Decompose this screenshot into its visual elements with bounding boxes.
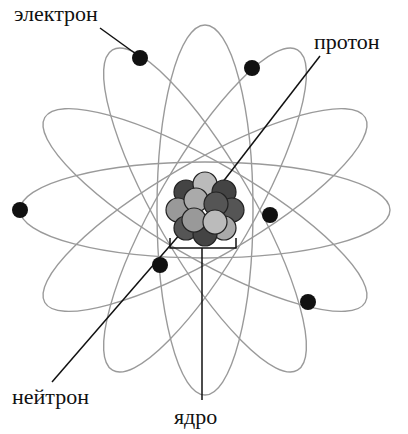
electron-dot: [300, 294, 316, 310]
electron-dot: [152, 257, 168, 273]
leader-line: [212, 56, 320, 196]
orbit: [21, 76, 389, 344]
bracket: [170, 238, 236, 248]
orbit: [21, 76, 389, 344]
part-label: нейтрон: [12, 384, 89, 409]
label-holder: ядро: [174, 405, 217, 429]
orbit: [157, 25, 253, 395]
orbits: [20, 25, 390, 395]
orbit: [20, 162, 390, 258]
part-label: электрон: [14, 1, 98, 26]
orbit: [71, 26, 339, 394]
label-holder: электрон: [14, 2, 98, 26]
electron-dot: [12, 202, 28, 218]
part-label: протон: [314, 29, 380, 54]
part-label: ядро: [174, 404, 217, 429]
leader-lines: [52, 28, 320, 382]
orbit: [71, 26, 339, 394]
label-holder: протон: [314, 30, 380, 54]
nucleus: [166, 172, 244, 246]
leader-line: [100, 28, 136, 54]
proton-ball: [203, 210, 227, 234]
nucleus-bracket: [170, 238, 236, 400]
electron-dot: [244, 60, 260, 76]
label-holder: нейтрон: [12, 385, 89, 409]
proton-ball: [182, 208, 206, 232]
electron-dot: [262, 207, 278, 223]
leader-line: [52, 218, 194, 382]
leader-line: [201, 248, 203, 400]
electrons: [12, 50, 316, 310]
